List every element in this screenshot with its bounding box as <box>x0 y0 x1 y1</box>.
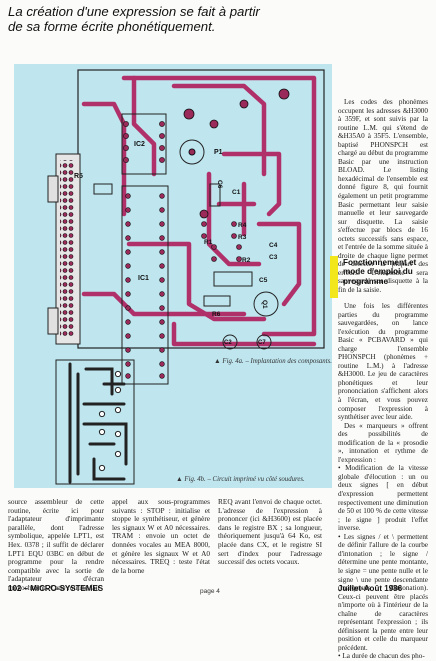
right-column: Les codes des phonèmes occupent les adre… <box>338 98 428 295</box>
caption-fig-4a: ▲ Fig. 4a. – Implantation des composants… <box>214 358 332 365</box>
subhead-text: Fonctionnement et mode d'emploi du progr… <box>343 258 417 286</box>
ic2-chip <box>121 113 167 175</box>
label-c5: C5 <box>259 277 268 284</box>
subhead-accent-bar <box>330 256 338 298</box>
right-column-continued: Une fois les différentes parties du prog… <box>338 302 428 661</box>
label-c6: C6 <box>216 180 223 189</box>
section-subhead: Fonctionnement et mode d'emploi du progr… <box>330 256 430 298</box>
label-ic1: IC1 <box>138 275 149 282</box>
title-line-1: La création d'une expression se fait à p… <box>8 4 260 19</box>
figure-panel: IC2 P1 R5 IC1 C6 C1 R4 R3 R1 R2 <box>14 64 332 488</box>
label-p1: P1 <box>214 149 223 156</box>
right-paragraph-4: • Modification de la vitesse globale d'é… <box>338 464 428 533</box>
page-number: page 4 <box>200 588 220 595</box>
label-c1: C1 <box>232 189 241 196</box>
label-r1: R1 <box>204 239 213 246</box>
footer-left: 102 – MICRO-SYSTEMES <box>8 584 104 593</box>
bottom-text-2: appel aux sous-programmes suivants : STO… <box>112 497 210 575</box>
right-paragraph-1: Les codes des phonèmes occupent les adre… <box>338 98 428 295</box>
caption-fig-4b: ▲ Fig. 4b. – Circuit imprimé vu côté sou… <box>176 476 305 483</box>
label-c3: C3 <box>269 254 278 261</box>
p1-potentiometer <box>179 139 205 165</box>
bottom-column-1: source assembleur de cette routine, écri… <box>8 497 104 593</box>
label-q1: Q1 <box>261 300 268 309</box>
pcb-diagram: IC2 P1 R5 IC1 C6 C1 R4 R3 R1 R2 <box>47 69 325 485</box>
label-r3: R3 <box>238 234 247 241</box>
label-r4: R4 <box>238 222 247 229</box>
q1-transistor <box>253 291 279 317</box>
ic1-chip <box>121 185 169 385</box>
bottom-text-1: source assembleur de cette routine, écri… <box>8 497 104 592</box>
title-line-2: de sa forme écrite phonétiquement. <box>8 19 216 34</box>
right-paragraph-2: Une fois les différentes parties du prog… <box>338 302 428 422</box>
label-ic2: IC2 <box>134 141 145 148</box>
bottom-text-3: REQ avant l'envoi de chaque octet. L'adr… <box>218 497 322 567</box>
traces <box>81 75 317 347</box>
solder-board <box>55 359 135 485</box>
right-paragraph-3: Des « marqueurs » offrent des possibilit… <box>338 421 428 464</box>
page-title: La création d'une expression se fait à p… <box>8 4 338 34</box>
bottom-column-3: REQ avant l'envoi de chaque octet. L'adr… <box>218 497 322 567</box>
label-r5: R5 <box>74 173 83 180</box>
footer-right: Juillet-Août 1986 <box>338 584 403 593</box>
label-c4: C4 <box>269 242 278 249</box>
label-r2: R2 <box>242 257 251 264</box>
bottom-column-2: appel aux sous-programmes suivants : STO… <box>112 497 210 575</box>
label-c7: C7 <box>258 340 266 346</box>
label-c2: C2 <box>224 340 232 346</box>
label-r6: R6 <box>212 311 221 318</box>
right-paragraph-6: • La durée de chacun des pho- <box>338 652 425 661</box>
board-outline <box>77 69 325 349</box>
